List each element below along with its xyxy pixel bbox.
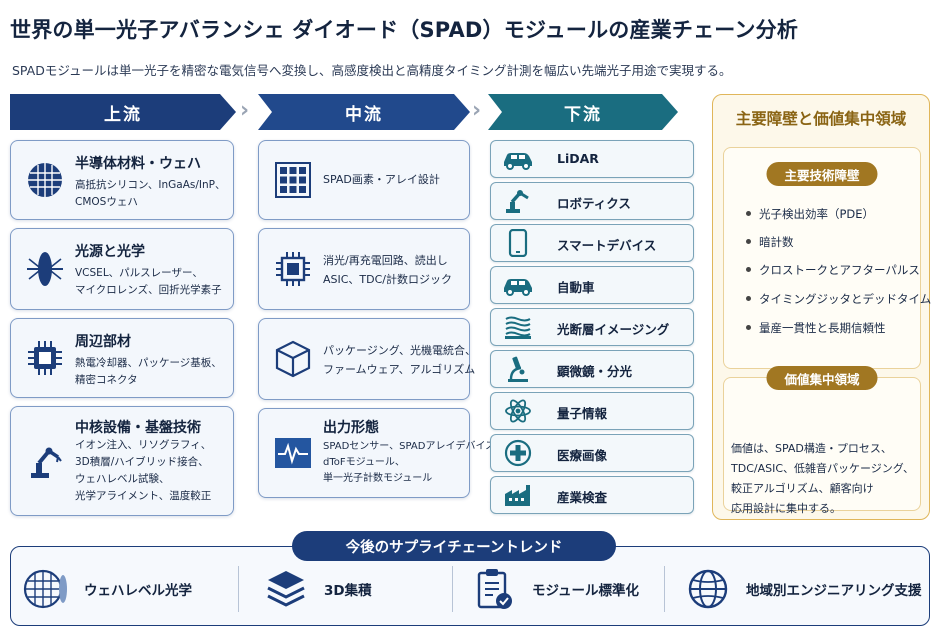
downstream-item: 顕微鏡・分光 xyxy=(490,350,694,388)
card-body: SPADセンサー、SPADアレイデバイス、 dToFモジュール、 単一光子計数モ… xyxy=(323,441,506,484)
card-body: SPAD画素・アレイ設計 xyxy=(323,173,440,186)
upstream-header: 上流 xyxy=(10,94,236,130)
barriers-value-panel: 主要障壁と価値集中領域 主要技術障壁 光子検出効率（PDE） 暗計数 クロストー… xyxy=(712,94,931,520)
downstream-item: ロボティクス xyxy=(490,182,694,220)
midstream-card: パッケージング、光機電統合、 ファームウェア、アルゴリズム xyxy=(258,318,476,400)
barriers-box: 主要技術障壁 光子検出効率（PDE） 暗計数 クロストークとアフターパルス タイ… xyxy=(723,147,931,369)
atom-icon xyxy=(501,398,535,424)
midstream-card: SPAD画素・アレイ設計 xyxy=(258,140,470,220)
downstream-item: スマートデバイス xyxy=(490,224,694,262)
card-title: 中核設備・基盤技術 xyxy=(75,420,201,436)
downstream-item: 光断層イメージング xyxy=(490,308,694,346)
medical-cross-icon xyxy=(501,439,535,467)
midstream-card: 出力形態 SPADセンサー、SPADアレイデバイス、 dToFモジュール、 単一… xyxy=(258,408,505,498)
barriers-title: 主要技術障壁 xyxy=(766,162,878,186)
trends-title: 今後のサプライチェーントレンド xyxy=(292,531,616,561)
processor-icon xyxy=(271,247,315,291)
midstream-header: 中流 xyxy=(258,94,470,130)
downstream-item: 医療画像 xyxy=(490,434,694,472)
downstream-item: 自動車 xyxy=(490,266,694,304)
downstream-label: 産業検査 xyxy=(557,490,608,505)
smartphone-icon xyxy=(501,229,535,257)
downstream-label: 量子情報 xyxy=(557,406,608,421)
car-icon xyxy=(501,272,535,298)
card-body: 高抵抗シリコン、InGaAs/InP、 CMOSウェハ xyxy=(75,179,226,208)
lens-icon xyxy=(23,247,67,291)
trend-label: 3D集積 xyxy=(324,583,372,599)
downstream-label: 医療画像 xyxy=(557,448,608,463)
trend-item: モジュール標準化 xyxy=(470,566,639,612)
trend-item: 地域別エンジニアリング支援 xyxy=(684,566,922,612)
card-title: 半導体材料・ウェハ xyxy=(75,156,201,172)
layers-scan-icon xyxy=(501,314,535,340)
page-subtitle: SPADモジュールは単一光子を精密な電気信号へ変換し、高感度検出と高精度タイミン… xyxy=(12,63,732,78)
card-title: 周辺部材 xyxy=(75,334,131,350)
globe-icon xyxy=(684,566,732,612)
midstream-card: 消光/再充電回路、読出し ASIC、TDC/計数ロジック xyxy=(258,228,470,310)
chip-icon xyxy=(23,336,67,380)
downstream-label: 自動車 xyxy=(557,280,595,295)
upstream-card: 半導体材料・ウェハ 高抵抗シリコン、InGaAs/InP、 CMOSウェハ xyxy=(10,140,234,220)
car-icon xyxy=(501,146,535,172)
value-title: 価値集中領域 xyxy=(766,366,878,390)
factory-icon xyxy=(501,482,535,508)
trend-item: ウェハレベル光学 xyxy=(22,566,192,612)
downstream-item: LiDAR xyxy=(490,140,694,178)
downstream-label: ロボティクス xyxy=(557,196,631,211)
stack-icon xyxy=(262,566,310,612)
value-text: 価値は、SPAD構造・プロセス、 TDC/ASIC、低雑音パッケージング、 較正… xyxy=(731,442,915,515)
barrier-item: 量産一貫性と長期信頼性 xyxy=(746,320,886,336)
card-body: イオン注入、リソグラフィ、 3D積層/ハイブリッド接合、 ウェハレベル試験、 光… xyxy=(75,439,212,502)
side-panel-title: 主要障壁と価値集中領域 xyxy=(735,110,907,128)
downstream-label: 顕微鏡・分光 xyxy=(557,364,633,379)
card-body: 消光/再充電回路、読出し ASIC、TDC/計数ロジック xyxy=(323,254,453,286)
page-title: 世界の単一光子アバランシェ ダイオード（SPAD）モジュールの産業チェーン分析 xyxy=(10,18,799,42)
upstream-card: 周辺部材 熱電冷却器、パッケージ基板、 精密コネクタ xyxy=(10,318,234,398)
wafer-optics-icon xyxy=(22,566,70,612)
downstream-item: 量子情報 xyxy=(490,392,694,430)
clipboard-check-icon xyxy=(470,566,518,612)
value-box: 価値集中領域 xyxy=(723,366,921,511)
downstream-item: 産業検査 xyxy=(490,476,694,514)
upstream-card: 光源と光学 VCSEL、パルスレーザー、 マイクロレンズ、回折光学素子 xyxy=(10,228,234,310)
downstream-label: LiDAR xyxy=(557,151,599,166)
chevron-right-icon: › xyxy=(240,98,250,123)
barrier-item: 暗計数 xyxy=(746,234,794,250)
card-body: VCSEL、パルスレーザー、 マイクロレンズ、回折光学素子 xyxy=(75,267,222,296)
barrier-item: タイミングジッタとデッドタイム xyxy=(746,291,931,307)
waveform-icon xyxy=(271,431,315,475)
trend-label: モジュール標準化 xyxy=(532,583,640,599)
downstream-label: スマートデバイス xyxy=(557,238,657,253)
robot-arm-icon xyxy=(23,439,67,483)
barrier-item: クロストークとアフターパルス xyxy=(746,262,920,278)
trend-item: 3D集積 xyxy=(262,566,372,612)
cube-icon xyxy=(271,337,315,381)
microscope-icon xyxy=(501,356,535,382)
robot-arm-icon xyxy=(501,188,535,214)
upstream-card: 中核設備・基盤技術 イオン注入、リソグラフィ、 3D積層/ハイブリッド接合、 ウ… xyxy=(10,406,234,516)
chevron-right-icon: › xyxy=(472,98,482,123)
card-body: パッケージング、光機電統合、 ファームウェア、アルゴリズム xyxy=(323,344,477,376)
card-body: 熱電冷却器、パッケージ基板、 精密コネクタ xyxy=(75,357,222,386)
card-title: 出力形態 xyxy=(323,420,379,436)
pixel-array-icon xyxy=(271,158,315,202)
wafer-icon xyxy=(23,158,67,202)
trend-label: ウェハレベル光学 xyxy=(84,583,192,599)
barrier-item: 光子検出効率（PDE） xyxy=(746,206,874,222)
trend-label: 地域別エンジニアリング支援 xyxy=(746,583,922,599)
downstream-header: 下流 xyxy=(488,94,678,130)
card-title: 光源と光学 xyxy=(75,244,145,260)
downstream-label: 光断層イメージング xyxy=(557,322,670,337)
